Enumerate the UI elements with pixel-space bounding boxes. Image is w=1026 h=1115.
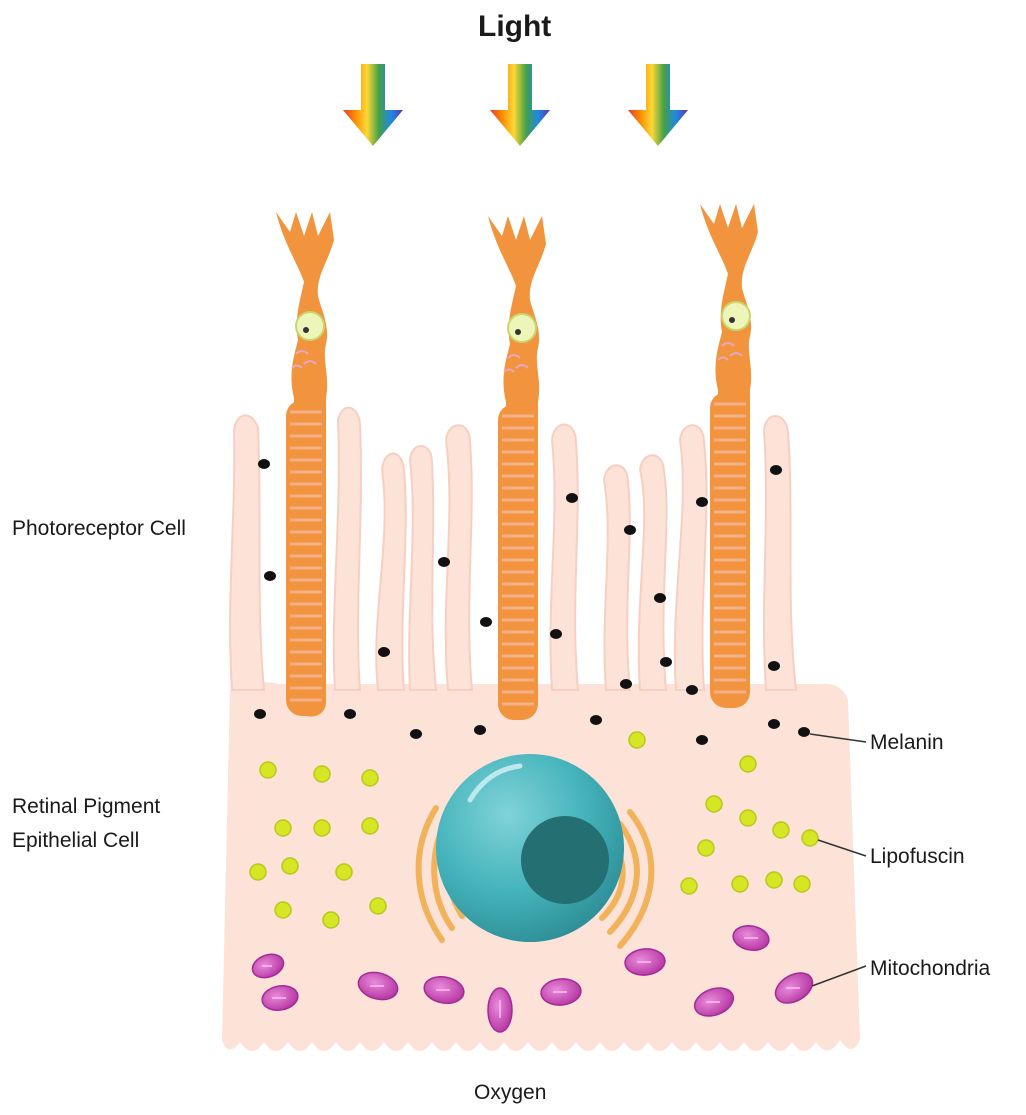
photoreceptor-cell-3 xyxy=(700,204,758,708)
rainbow-down-arrow-icon xyxy=(343,64,403,146)
photoreceptor-cell-2 xyxy=(488,216,546,720)
rainbow-down-arrow-icon xyxy=(628,64,688,146)
nucleolus xyxy=(521,816,609,904)
photoreceptor-cell-1 xyxy=(276,212,334,717)
photoreceptor-nucleus xyxy=(296,312,324,340)
rpe-nucleus xyxy=(436,754,624,942)
photoreceptor-nucleus xyxy=(508,314,536,342)
photoreceptor-nucleus xyxy=(722,302,750,330)
rainbow-down-arrow-icon xyxy=(490,64,550,146)
light-arrows xyxy=(343,64,688,146)
